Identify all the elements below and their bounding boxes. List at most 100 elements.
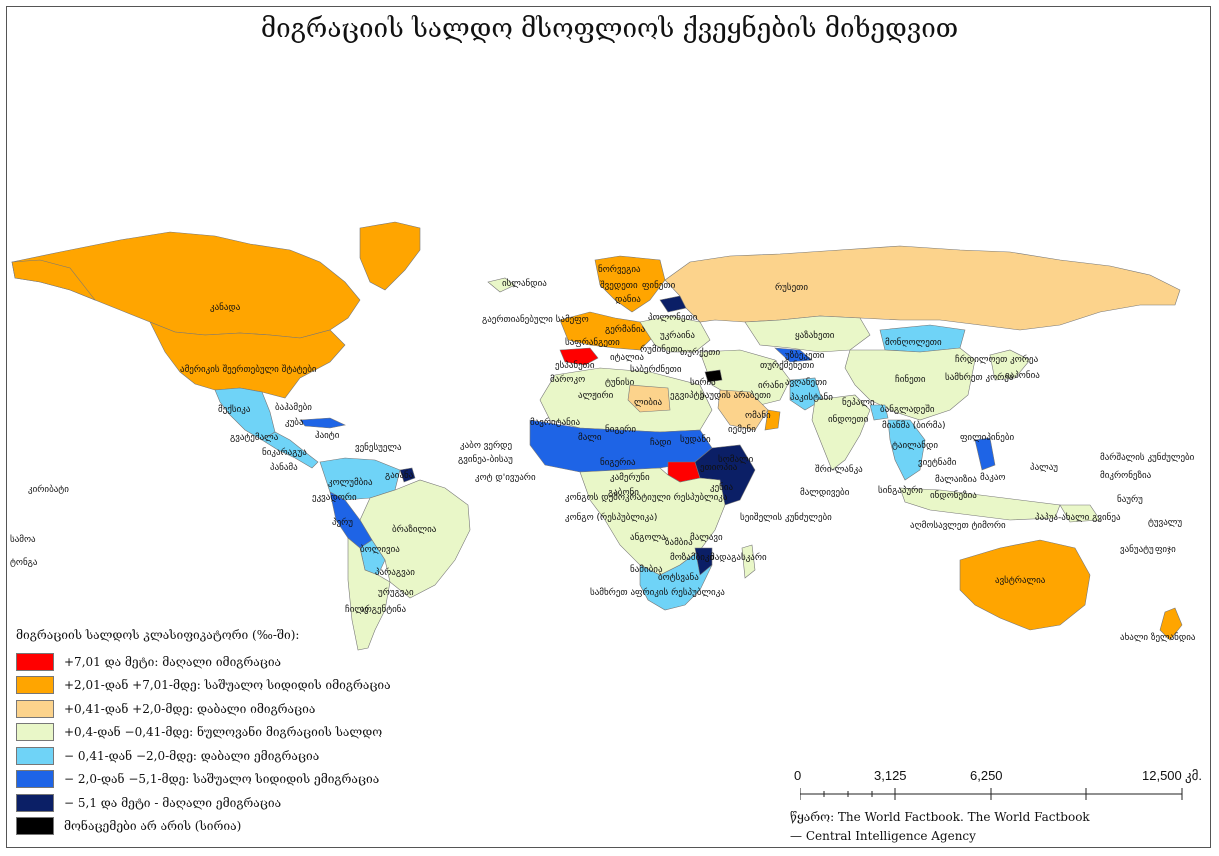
legend-label: +0,4-დან −0,41-მდე: ნულოვანი მიგრაციის ს… bbox=[64, 725, 383, 740]
legend-label: − 2,0-დან −5,1-მდე: საშუალო სიდიდის ემიგ… bbox=[64, 772, 380, 787]
map-label: მიანმა (ბირმა) bbox=[882, 420, 946, 431]
country-southeast-asia[interactable] bbox=[887, 419, 926, 481]
map-label: მალაიზია bbox=[935, 474, 977, 485]
legend-label: − 0,41-დან −2,0-მდე: დაბალი ემიგრაცია bbox=[64, 748, 320, 763]
country-western-europe[interactable] bbox=[559, 311, 656, 351]
legend-item: მონაცემები არ არის (სირია) bbox=[16, 815, 391, 839]
country-india[interactable] bbox=[811, 394, 871, 471]
map-label: პაპუა-ახალი გვინეა bbox=[1035, 512, 1121, 523]
map-label: რუსეთი bbox=[775, 282, 808, 293]
country-middle-east[interactable] bbox=[699, 349, 791, 406]
legend-swatch bbox=[16, 723, 54, 742]
country-philippines[interactable] bbox=[974, 437, 996, 471]
country-bangladesh[interactable] bbox=[869, 404, 889, 421]
map-frame bbox=[6, 6, 1211, 848]
map-label: გვინეა-ბისაუ bbox=[458, 454, 513, 465]
country-iceland[interactable] bbox=[487, 277, 516, 293]
legend-label: მონაცემები არ არის (სირია) bbox=[64, 819, 242, 834]
legend-label: +7,01 და მეტი: მაღალი იმიგრაცია bbox=[64, 654, 282, 669]
country-eastern-europe[interactable] bbox=[639, 315, 711, 353]
legend-item: +0,4-დან −0,41-მდე: ნულოვანი მიგრაციის ს… bbox=[16, 721, 391, 745]
country-new-zealand[interactable] bbox=[1159, 607, 1183, 641]
country-saudi-arabia[interactable] bbox=[717, 389, 769, 431]
map-label: გაბონი bbox=[608, 487, 639, 498]
country-alaska[interactable] bbox=[11, 259, 96, 301]
country-kazakhstan[interactable] bbox=[744, 315, 871, 353]
legend-swatch bbox=[16, 746, 54, 765]
map-label: ნამიბია bbox=[630, 564, 663, 575]
map-label: დანია bbox=[615, 294, 641, 305]
map-label: ეგვიპტე bbox=[670, 390, 705, 401]
map-label: ავღანეთი bbox=[785, 377, 827, 388]
legend-item: +2,01-დან +7,01-მდე: საშუალო სიდიდის იმი… bbox=[16, 674, 391, 698]
country-russia[interactable] bbox=[664, 245, 1181, 331]
map-label: ტუნისი bbox=[605, 377, 635, 388]
map-label: ნიკარაგუა bbox=[262, 447, 307, 458]
country-pakistan[interactable] bbox=[789, 377, 823, 411]
scale-tick-label: 12,500 bbox=[1142, 768, 1182, 783]
map-label: ნორვეგია bbox=[598, 264, 641, 275]
country-spain[interactable] bbox=[559, 347, 599, 366]
country-oman[interactable] bbox=[764, 409, 781, 431]
map-label: ტაილანდი bbox=[892, 440, 938, 451]
country-indonesia[interactable] bbox=[899, 487, 1061, 521]
map-label: პაკისტანი bbox=[790, 392, 833, 403]
country-papua-new-guinea[interactable] bbox=[1059, 504, 1101, 523]
country-scandinavia[interactable] bbox=[594, 255, 666, 313]
map-label: ჩილე bbox=[345, 604, 369, 615]
map-label: კონგო (რესპუბლიკა) bbox=[565, 512, 657, 523]
map-label: პერუ bbox=[332, 517, 353, 528]
map-label: ბრაზილია bbox=[392, 524, 437, 535]
country-cuba[interactable] bbox=[299, 417, 346, 429]
map-label: ფიჯი bbox=[1155, 545, 1176, 555]
map-label: ბოტსვანა bbox=[658, 572, 699, 583]
country-central-america[interactable] bbox=[261, 431, 319, 469]
map-label: ყაზახეთი bbox=[795, 330, 835, 341]
country-australia[interactable] bbox=[959, 539, 1091, 631]
map-label: კენია bbox=[710, 482, 734, 493]
legend-heading: მიგრაციის სალდოს კლასიფიკატორი (‰-ში): bbox=[16, 628, 300, 642]
map-label: მაროკო bbox=[550, 374, 585, 385]
country-usa[interactable] bbox=[149, 321, 346, 399]
map-label: იაპონია bbox=[1005, 370, 1040, 381]
country-uzbekistan[interactable] bbox=[774, 347, 813, 363]
legend-item: − 2,0-დან −5,1-მდე: საშუალო სიდიდის ემიგ… bbox=[16, 768, 391, 792]
country-argentina-chile[interactable] bbox=[347, 537, 391, 651]
country-china[interactable] bbox=[844, 347, 976, 421]
country-southern-africa[interactable] bbox=[639, 549, 713, 611]
map-label: მალავი bbox=[690, 532, 723, 543]
country-libya[interactable] bbox=[627, 384, 671, 413]
map-label: მარშალის კუნძულები bbox=[1100, 452, 1195, 463]
map-label: მავრიტანია bbox=[530, 417, 581, 428]
country-syria[interactable] bbox=[704, 369, 723, 383]
source-line-1: წყარო: The World Factbook. The World Fac… bbox=[790, 810, 1090, 824]
map-title: მიგრაციის სალდო მსოფლიოს ქვეყნების მიხედ… bbox=[260, 14, 959, 44]
map-label: კუბა bbox=[285, 417, 304, 428]
map-label: ნაურუ bbox=[1117, 494, 1143, 505]
country-central-africa[interactable] bbox=[579, 467, 726, 576]
map-label: ვენესუელა bbox=[355, 442, 402, 453]
map-label: ომანი bbox=[745, 410, 771, 421]
map-label: პანამა bbox=[270, 462, 298, 473]
map-label: პოლონეთი bbox=[648, 312, 698, 323]
map-label: ინდონეზია bbox=[930, 490, 977, 501]
scale-tick-label: 6,250 bbox=[970, 768, 1003, 783]
map-label: სირია bbox=[690, 377, 716, 388]
map-label: ბოლივია bbox=[360, 544, 400, 555]
map-label: მალდივები bbox=[800, 487, 850, 498]
map-label: მალი bbox=[578, 432, 602, 443]
country-madagascar[interactable] bbox=[741, 544, 756, 579]
map-label: საუდის არაბეთი bbox=[700, 390, 771, 401]
map-label: ურუგვაი bbox=[378, 587, 414, 598]
map-label: თურქმენეთი bbox=[760, 360, 814, 371]
country-greenland[interactable] bbox=[359, 221, 421, 291]
country-guyana[interactable] bbox=[399, 467, 416, 483]
legend-swatch bbox=[16, 817, 54, 836]
map-label: ბანგლადეში bbox=[880, 404, 935, 415]
map-label: კირიბატი bbox=[28, 484, 69, 495]
map-label: ვიეტნამი bbox=[918, 457, 957, 468]
country-mozambique[interactable] bbox=[694, 547, 713, 576]
map-label: ტონგა bbox=[10, 557, 38, 568]
map-label: იტალია bbox=[610, 353, 644, 363]
country-japan-korea[interactable] bbox=[989, 349, 1031, 381]
